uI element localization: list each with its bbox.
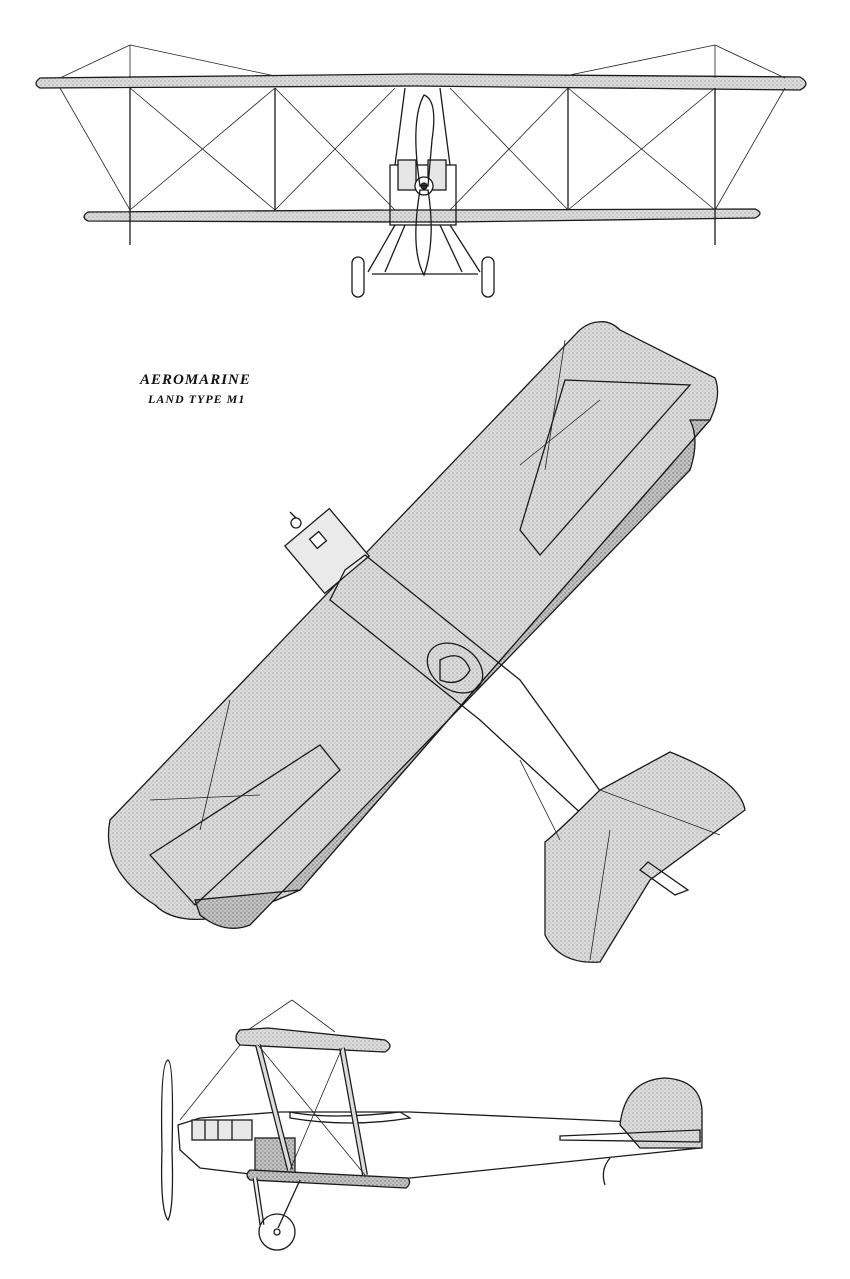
plan-view <box>107 321 746 963</box>
plan-aileron-upper <box>519 379 692 557</box>
front-view <box>35 44 807 298</box>
front-fuselage <box>389 164 457 226</box>
plan-engine <box>283 507 371 595</box>
plan-aileron-lower <box>149 744 341 906</box>
side-upper-wing <box>235 1027 391 1053</box>
front-kingpost-rigging <box>59 44 786 79</box>
plan-lower-wing <box>194 419 712 929</box>
title-aircraft-name: AEROMARINE <box>140 372 251 388</box>
plan-rudder <box>638 861 690 896</box>
plan-upper-wing <box>107 321 719 920</box>
drawing-title: AEROMARINE LAND TYPE M1 <box>140 372 251 407</box>
title-aircraft-type: LAND TYPE M1 <box>148 392 246 406</box>
side-interplane-struts <box>255 1044 368 1176</box>
front-bracing-wires <box>59 87 786 211</box>
front-propeller <box>415 94 435 187</box>
side-wheel <box>258 1213 296 1251</box>
plan-tail-hinge <box>589 789 721 961</box>
plan-tail-wire <box>519 759 561 841</box>
plan-tailplane <box>544 751 746 963</box>
side-cockpit-cutout <box>289 1111 412 1124</box>
plan-cockpit-seat <box>439 655 471 684</box>
front-undercarriage <box>367 224 481 275</box>
side-tailskid <box>602 1157 611 1186</box>
front-engine <box>397 159 447 196</box>
front-wheel-left <box>351 256 365 298</box>
front-lower-wing <box>83 208 761 223</box>
front-upper-wing <box>35 73 807 91</box>
side-wheel-hub <box>273 1228 281 1236</box>
side-kingpost-rigging <box>247 999 336 1033</box>
side-lower-wing <box>246 1169 411 1189</box>
side-propeller <box>160 1059 174 1222</box>
front-interplane-struts <box>129 88 716 245</box>
front-propeller-lower <box>415 189 432 277</box>
side-bracing-wires <box>179 1044 366 1176</box>
side-undercarriage <box>252 1177 301 1229</box>
plan-wing-ribs <box>149 339 601 831</box>
front-wheel-right <box>481 256 495 298</box>
side-view <box>160 999 703 1251</box>
front-cabane-struts <box>394 87 451 166</box>
side-fin <box>619 1077 703 1149</box>
side-elevator <box>559 1129 701 1143</box>
plan-cockpit <box>426 642 484 694</box>
